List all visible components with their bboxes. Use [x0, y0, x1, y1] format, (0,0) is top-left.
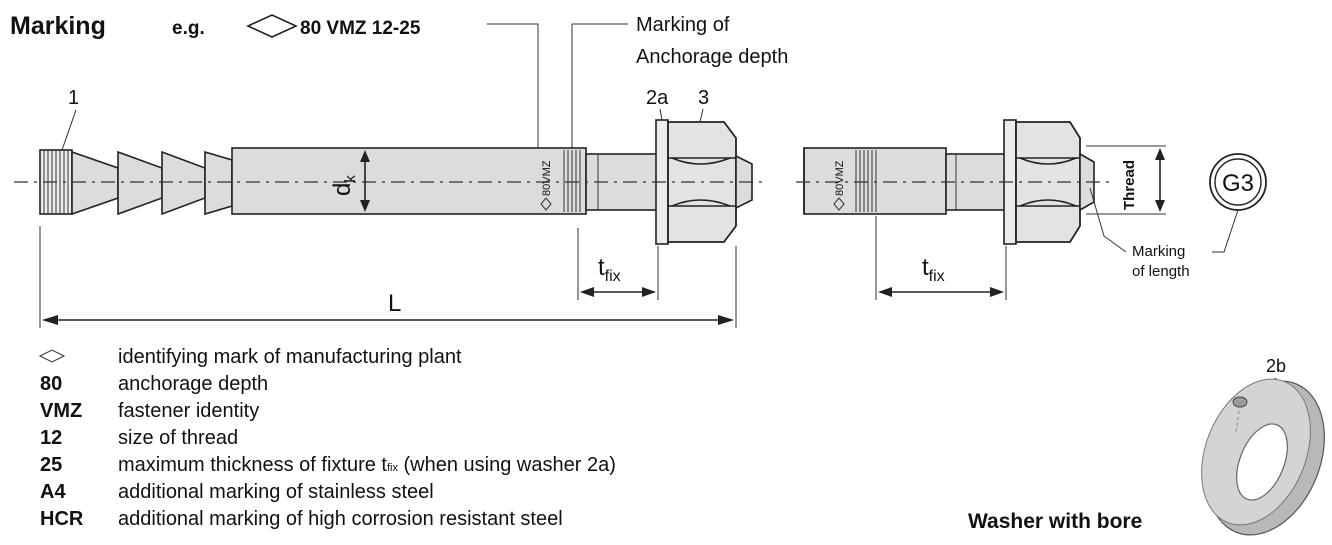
legend-text-4: maximum thickness of fixture tfix (when … — [118, 454, 616, 476]
legend-key-4: 25 — [40, 454, 62, 476]
part-label-2b: 2b — [1266, 356, 1286, 376]
part-label-3: 3 — [698, 87, 709, 109]
legend-text-5: additional marking of stainless steel — [118, 481, 434, 503]
header-diamond-icon — [246, 14, 298, 38]
tfix-dimension-left — [577, 228, 659, 300]
thread-dimension — [1086, 145, 1166, 215]
legend-text-1: anchorage depth — [118, 373, 268, 395]
length-marking-label-1: Marking — [1132, 243, 1185, 260]
marking-of-label: Marking of — [636, 14, 730, 36]
legend-key-5: A4 — [40, 481, 66, 503]
length-dimension — [39, 226, 737, 328]
dk-dimension — [360, 150, 370, 212]
page-title: Marking — [10, 12, 106, 40]
legend-text-6: additional marking of high corrosion res… — [118, 508, 563, 530]
part-1-leader — [61, 109, 77, 151]
anchor-partial-view — [796, 119, 1112, 245]
part-3-leader — [699, 108, 704, 123]
legend-text-3: size of thread — [118, 427, 238, 449]
anchor-full-view — [14, 119, 762, 245]
legend-key-6: HCR — [40, 508, 84, 530]
length-marking-stamp — [1209, 153, 1267, 211]
part-label-2a: 2a — [646, 87, 669, 109]
svg-text:dk: dk — [329, 175, 359, 196]
anchorage-depth-leader — [571, 23, 628, 148]
rod-marking-diamond-icon — [540, 197, 552, 211]
legend-text-2: fastener identity — [118, 400, 259, 422]
tfix-label-right: tfix — [922, 254, 945, 285]
anchorage-depth-label: Anchorage depth — [636, 46, 788, 68]
legend-key-1: 80 — [40, 373, 62, 395]
length-marking-code: G3 — [1222, 170, 1254, 197]
tfix-dimension-right — [875, 216, 1007, 300]
rod-marking-diamond-icon-right — [833, 197, 845, 211]
legend-key-2: VMZ — [40, 400, 82, 422]
tfix-label-left: tfix — [598, 254, 621, 285]
washer-caption: Washer with bore — [968, 510, 1142, 533]
length-marking-label-2: of length — [1132, 263, 1190, 280]
example-code-leader — [487, 23, 539, 150]
example-prefix: e.g. — [172, 18, 205, 39]
legend: identifying mark of manufacturing plant … — [38, 346, 616, 530]
rod-marking-text-right: 80VMZ — [834, 160, 846, 196]
part-label-1: 1 — [68, 87, 79, 109]
part-2a-leader — [659, 108, 663, 121]
dk-label: dk — [329, 175, 359, 196]
washer-with-bore-illustration — [1201, 378, 1325, 536]
length-marking-leader-left — [1089, 187, 1127, 253]
legend-diamond-icon — [38, 349, 66, 363]
length-marking-leader-right — [1212, 209, 1239, 253]
legend-text-0: identifying mark of manufacturing plant — [118, 346, 462, 368]
example-code: 80 VMZ 12-25 — [300, 18, 421, 39]
length-label: L — [388, 290, 401, 317]
thread-label: Thread — [1121, 160, 1138, 210]
legend-key-3: 12 — [40, 427, 62, 449]
rod-marking-text: 80VMZ — [541, 160, 553, 196]
